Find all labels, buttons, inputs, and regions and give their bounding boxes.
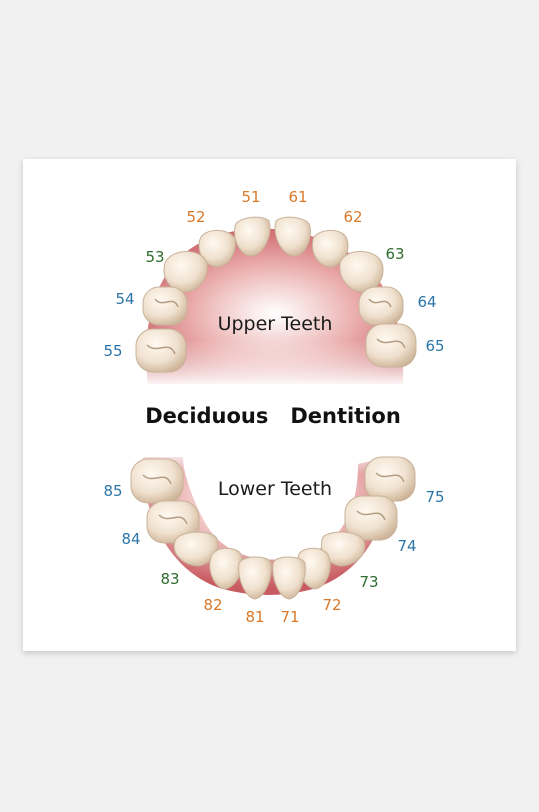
tooth-54[interactable] bbox=[142, 286, 188, 326]
tooth-label-54: 54 bbox=[115, 290, 134, 308]
tooth-label-65: 65 bbox=[425, 337, 444, 355]
tooth-label-71: 71 bbox=[280, 608, 299, 626]
tooth-label-72: 72 bbox=[322, 596, 341, 614]
tooth-label-82: 82 bbox=[203, 596, 222, 614]
tooth-label-64: 64 bbox=[417, 293, 436, 311]
tooth-label-73: 73 bbox=[359, 573, 378, 591]
tooth-51[interactable] bbox=[234, 216, 271, 257]
tooth-label-55: 55 bbox=[103, 342, 122, 360]
tooth-label-63: 63 bbox=[385, 245, 404, 263]
tooth-71[interactable] bbox=[272, 556, 306, 600]
lower-teeth bbox=[130, 456, 416, 600]
tooth-label-62: 62 bbox=[343, 208, 362, 226]
dentition-diagram: Upper Teeth Lower Teeth Deciduous Dentit… bbox=[103, 188, 444, 626]
lower-teeth-label: Lower Teeth bbox=[218, 478, 332, 500]
tooth-75[interactable] bbox=[364, 456, 416, 502]
tooth-61[interactable] bbox=[274, 216, 311, 257]
tooth-74[interactable] bbox=[344, 495, 398, 541]
tooth-label-85: 85 bbox=[103, 482, 122, 500]
tooth-53[interactable] bbox=[163, 251, 208, 293]
tooth-84[interactable] bbox=[146, 500, 200, 544]
tooth-label-74: 74 bbox=[397, 537, 416, 555]
upper-teeth bbox=[135, 216, 417, 373]
tooth-number-labels: 51 61 52 62 53 63 54 64 55 65 85 75 84 7… bbox=[103, 188, 444, 626]
tooth-label-84: 84 bbox=[121, 530, 140, 548]
tooth-label-51: 51 bbox=[241, 188, 260, 206]
diagram-title: Deciduous Dentition bbox=[145, 404, 401, 428]
tooth-81[interactable] bbox=[238, 556, 272, 600]
tooth-label-81: 81 bbox=[245, 608, 264, 626]
tooth-63[interactable] bbox=[339, 251, 384, 293]
diagram-card: Upper Teeth Lower Teeth Deciduous Dentit… bbox=[23, 159, 516, 651]
tooth-label-75: 75 bbox=[425, 488, 444, 506]
tooth-label-83: 83 bbox=[160, 570, 179, 588]
upper-teeth-label: Upper Teeth bbox=[218, 313, 333, 335]
tooth-64[interactable] bbox=[358, 286, 404, 326]
tooth-label-52: 52 bbox=[186, 208, 205, 226]
tooth-85[interactable] bbox=[130, 458, 184, 504]
tooth-label-53: 53 bbox=[145, 248, 164, 266]
tooth-label-61: 61 bbox=[288, 188, 307, 206]
tooth-65[interactable] bbox=[365, 323, 417, 368]
tooth-55[interactable] bbox=[135, 328, 187, 373]
